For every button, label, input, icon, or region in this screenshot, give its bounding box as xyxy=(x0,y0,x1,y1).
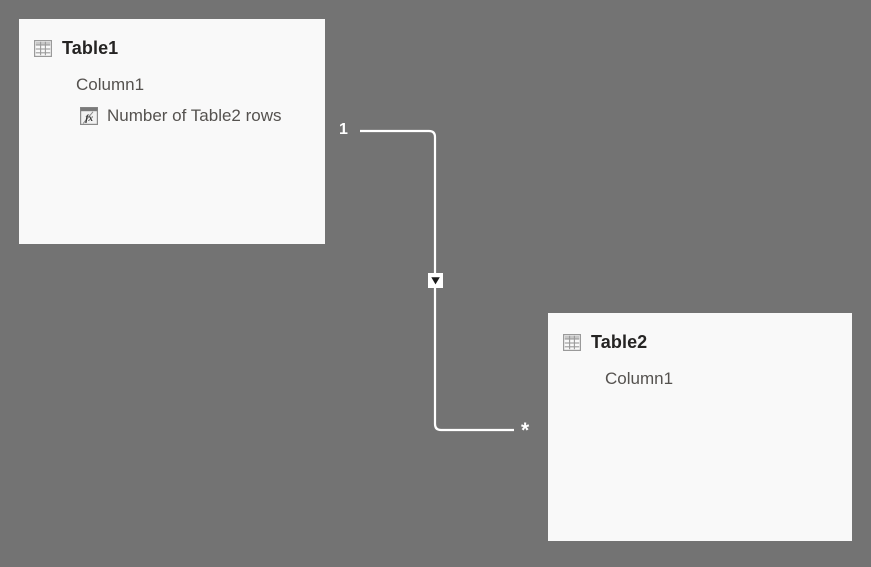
table-grid-icon xyxy=(34,39,52,57)
field-label: Number of Table2 rows xyxy=(107,106,282,125)
table-card-table1[interactable]: Table1 Column1 fx Number of Table2 rows xyxy=(19,19,325,244)
table-title: Table2 xyxy=(591,331,648,352)
field-label: Column1 xyxy=(605,369,674,388)
field-row-column[interactable]: Column1 xyxy=(19,72,325,98)
table-card-table2[interactable]: Table2 Column1 xyxy=(548,313,852,541)
table-title: Table1 xyxy=(62,37,119,58)
filter-direction-arrow-icon xyxy=(428,273,443,288)
cardinality-marker-one: 1 xyxy=(339,121,348,138)
measure-fx-icon: fx xyxy=(80,107,98,125)
field-row-measure[interactable]: fx Number of Table2 rows xyxy=(19,103,325,129)
svg-text:fx: fx xyxy=(85,114,93,124)
table-grid-icon xyxy=(563,333,581,351)
table-header-table1: Table1 xyxy=(19,19,325,62)
field-label: Column1 xyxy=(76,75,145,94)
field-row-column[interactable]: Column1 xyxy=(548,366,852,392)
table-header-table2: Table2 xyxy=(548,313,852,356)
cardinality-marker-many: * xyxy=(521,419,530,442)
